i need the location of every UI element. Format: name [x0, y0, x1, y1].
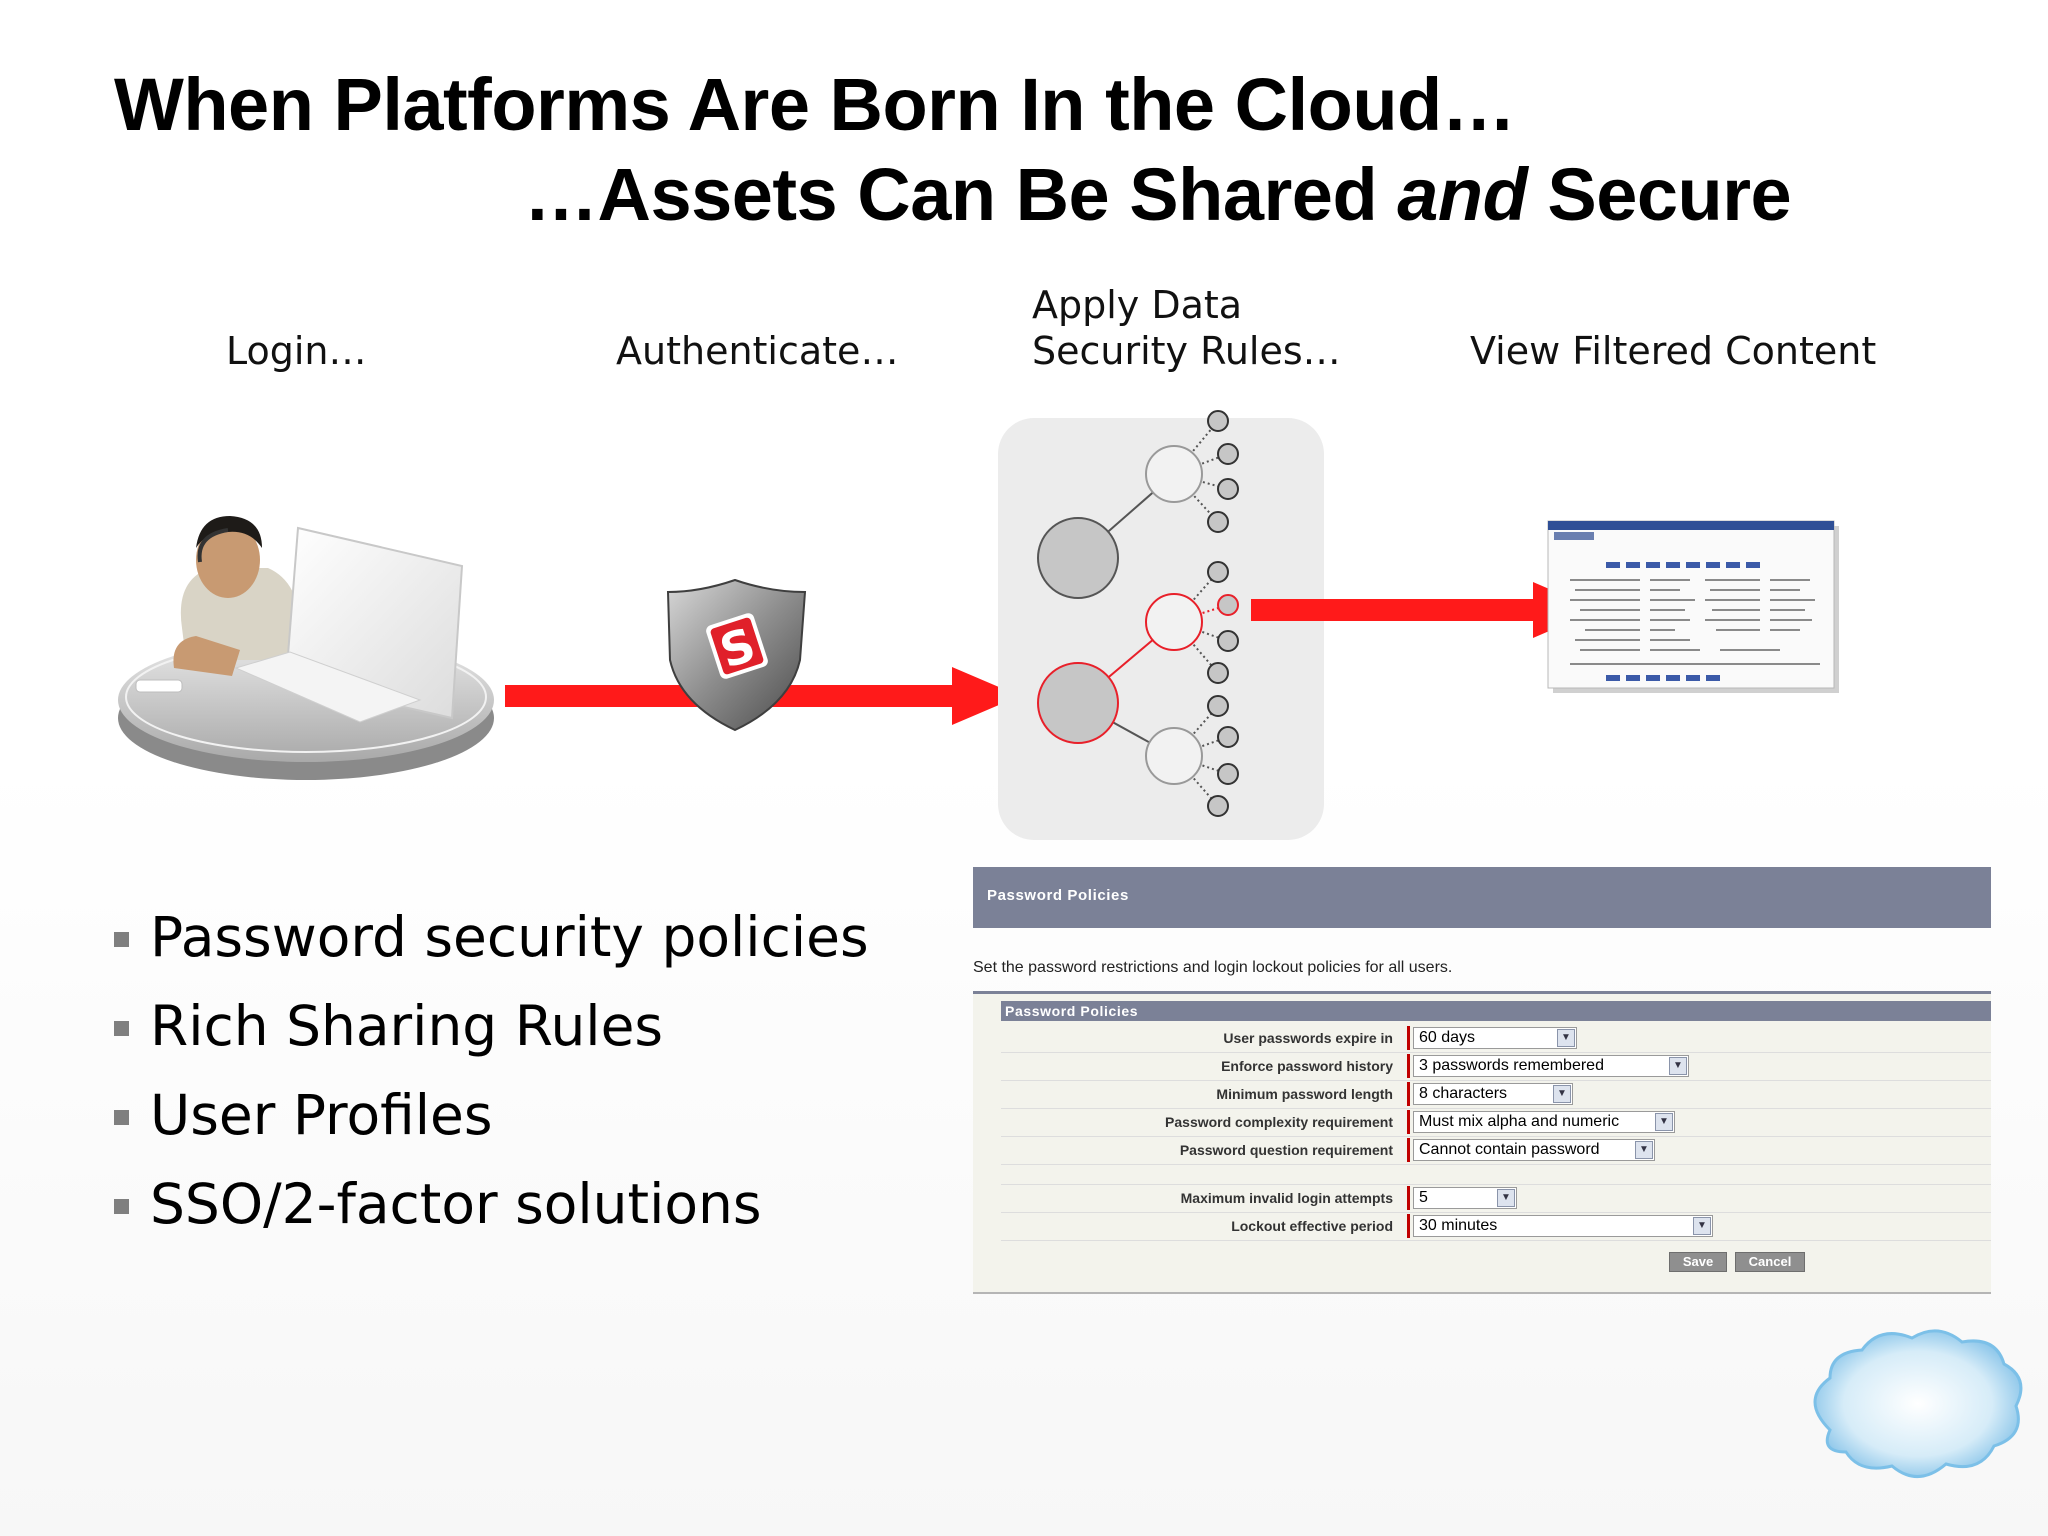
form-section-title: Password Policies [1005, 1003, 1139, 1019]
title-line2-emphasis: and [1397, 153, 1528, 236]
min-length-label: Minimum password length [1216, 1086, 1393, 1102]
password-expire-select[interactable]: 60 days ▼ [1413, 1027, 1577, 1049]
chevron-down-icon[interactable]: ▼ [1693, 1217, 1711, 1235]
select-value: Cannot contain password [1419, 1141, 1600, 1158]
step-login-label: Login… [226, 329, 367, 373]
required-indicator [1407, 1138, 1410, 1162]
slide-title-line1: When Platforms Are Born In the Cloud… [114, 63, 1516, 146]
required-indicator [1407, 1054, 1410, 1078]
select-value: 60 days [1419, 1029, 1476, 1046]
select-value: 30 minutes [1419, 1217, 1498, 1234]
password-question-select[interactable]: Cannot contain password ▼ [1413, 1139, 1655, 1161]
required-indicator [1407, 1214, 1410, 1238]
required-indicator [1407, 1186, 1410, 1210]
form-row-history: Enforce password history 3 passwords rem… [1001, 1052, 1991, 1081]
form-section-header: Password Policies [1001, 1001, 1991, 1021]
chevron-down-icon[interactable]: ▼ [1497, 1189, 1515, 1207]
save-button[interactable]: Save [1669, 1252, 1727, 1272]
expire-label: User passwords expire in [1223, 1030, 1393, 1046]
user-at-laptop-illustration [118, 516, 494, 780]
password-min-length-select[interactable]: 8 characters ▼ [1413, 1083, 1573, 1105]
chevron-down-icon[interactable]: ▼ [1553, 1085, 1571, 1103]
slide-title-line2: …Assets Can Be Shared and Secure [524, 152, 1792, 237]
select-value: 8 characters [1419, 1085, 1508, 1102]
history-label: Enforce password history [1221, 1058, 1393, 1074]
select-value: Must mix alpha and numeric [1419, 1113, 1620, 1130]
feature-bullet-list: Password security policies Rich Sharing … [112, 902, 869, 1258]
form-row-min-length: Minimum password length 8 characters ▼ [1001, 1080, 1991, 1109]
question-label: Password question requirement [1179, 1142, 1393, 1158]
chevron-down-icon[interactable]: ▼ [1557, 1029, 1575, 1047]
max-attempts-label: Maximum invalid login attempts [1180, 1190, 1393, 1206]
form-row-expire: User passwords expire in 60 days ▼ [1001, 1024, 1991, 1053]
form-row-lockout: Lockout effective period 30 minutes ▼ [1001, 1212, 1991, 1241]
lockout-label: Lockout effective period [1231, 1218, 1393, 1234]
bullet-text: SSO/2-factor solutions [150, 1172, 762, 1236]
bullet-marker [114, 1199, 129, 1214]
panel-description: Set the password restrictions and login … [973, 959, 1453, 976]
chevron-down-icon[interactable]: ▼ [1655, 1113, 1673, 1131]
required-indicator [1407, 1026, 1410, 1050]
form-row-question: Password question requirement Cannot con… [1001, 1136, 1991, 1165]
chevron-down-icon[interactable]: ▼ [1635, 1141, 1653, 1159]
password-policies-panel: Password Policies Set the password restr… [973, 867, 1991, 1294]
password-policies-form: Password Policies User passwords expire … [973, 991, 1991, 1294]
bullet-marker [114, 1021, 129, 1036]
step-view-label: View Filtered Content [1470, 329, 1877, 373]
step-apply-rules-label: Apply Data Security Rules… [1032, 282, 1341, 374]
panel-header-bar: Password Policies [973, 867, 1991, 928]
bullet-text: User Profiles [150, 1083, 493, 1147]
form-row-spacer [1001, 1164, 1991, 1185]
step-apply-line1: Apply Data [1032, 283, 1243, 327]
sharing-tree-diagram [998, 410, 1324, 840]
bullet-item: Password security policies [112, 902, 869, 991]
filtered-content-screenshot [1547, 520, 1839, 693]
security-shield-icon: S [666, 578, 807, 732]
required-indicator [1407, 1110, 1410, 1134]
panel-header-title: Password Policies [987, 887, 1129, 904]
cancel-button[interactable]: Cancel [1735, 1252, 1805, 1272]
select-value: 3 passwords remembered [1419, 1057, 1604, 1074]
bullet-item: Rich Sharing Rules [112, 991, 869, 1080]
bullet-item: User Profiles [112, 1080, 869, 1169]
password-complexity-select[interactable]: Must mix alpha and numeric ▼ [1413, 1111, 1675, 1133]
bullet-item: SSO/2-factor solutions [112, 1169, 869, 1258]
form-row-max-attempts: Maximum invalid login attempts 5▼ [1001, 1184, 1991, 1213]
title-line2-prefix: …Assets Can Be Shared [524, 153, 1398, 236]
step-apply-line2: Security Rules… [1032, 329, 1341, 373]
cloud-logo [1813, 1329, 2023, 1478]
max-attempts-select[interactable]: 5▼ [1413, 1187, 1517, 1209]
required-indicator [1407, 1082, 1410, 1106]
bullet-text: Rich Sharing Rules [150, 994, 664, 1058]
bullet-marker [114, 1110, 129, 1125]
password-history-select[interactable]: 3 passwords remembered ▼ [1413, 1055, 1689, 1077]
step-authenticate-label: Authenticate… [616, 329, 899, 373]
lockout-period-select[interactable]: 30 minutes ▼ [1413, 1215, 1713, 1237]
select-value: 5 [1419, 1189, 1428, 1206]
title-line2-suffix: Secure [1527, 153, 1792, 236]
bullet-text: Password security policies [150, 905, 869, 969]
complexity-label: Password complexity requirement [1165, 1114, 1393, 1130]
chevron-down-icon[interactable]: ▼ [1669, 1057, 1687, 1075]
bullet-marker [114, 932, 129, 947]
form-row-complexity: Password complexity requirement Must mix… [1001, 1108, 1991, 1137]
